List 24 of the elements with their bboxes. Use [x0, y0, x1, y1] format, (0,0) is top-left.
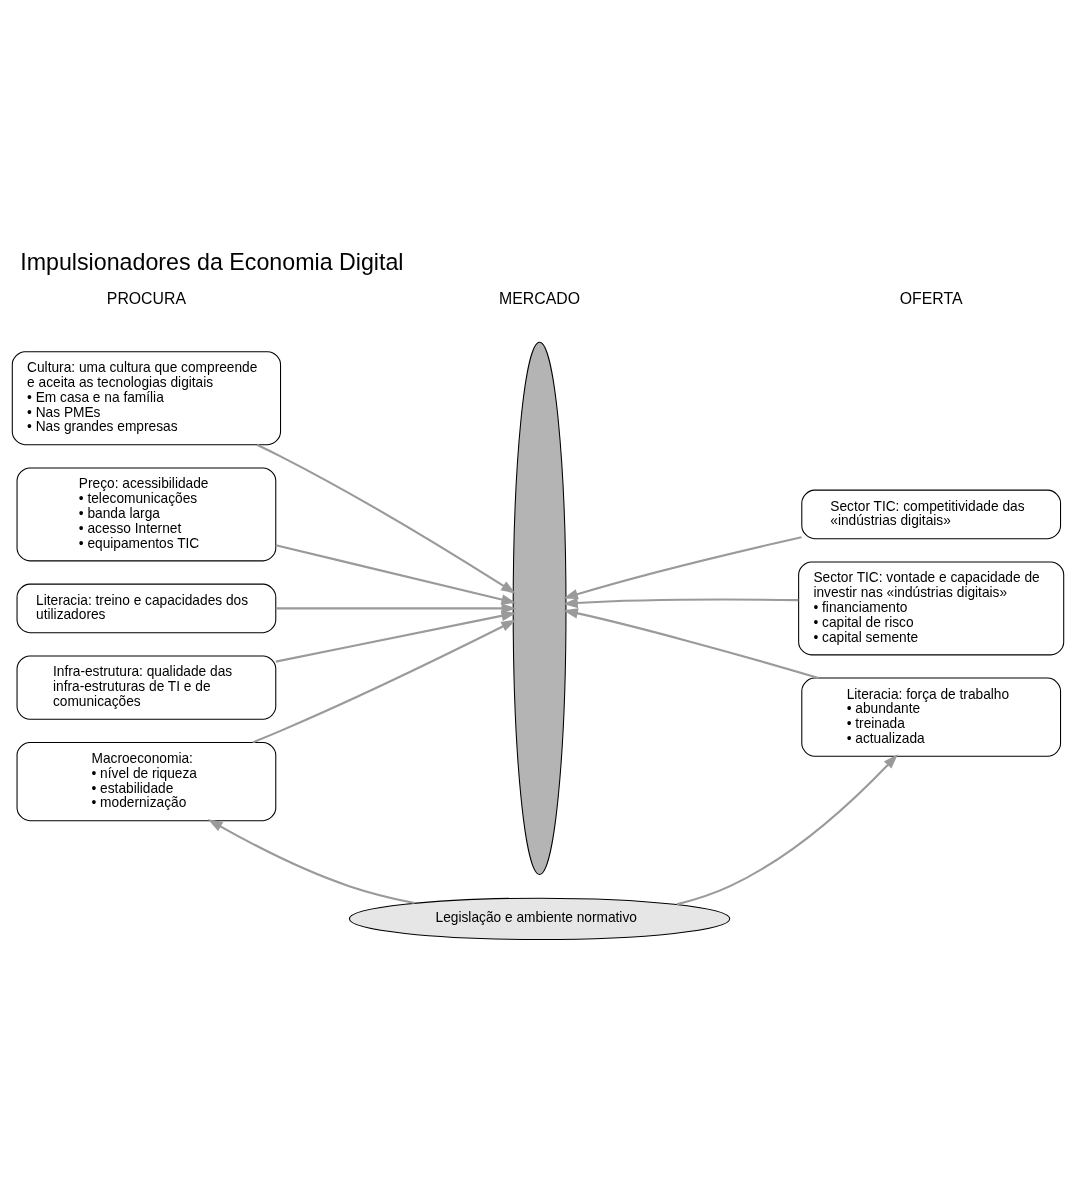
label: MERCADO: [499, 289, 581, 307]
diagram-title: Impulsionadores da Economia Digital: [20, 249, 404, 276]
node-ellipse: [512, 341, 567, 876]
node-box: Sector TIC: competitividade das «indústrias digitais»: [801, 489, 1062, 540]
arrow: [275, 544, 517, 605]
arrow: [275, 603, 517, 614]
arrow: [563, 536, 802, 600]
arrow: [676, 754, 898, 906]
arrow: [275, 610, 517, 663]
label: OFERTA: [899, 289, 963, 307]
arrow: [252, 619, 517, 744]
node-box: Infra-estrutura: qualidade das infra-estruturas de TI e de comunicações: [16, 655, 277, 720]
node-box: Macroeconomia: • nível de riqueza • estabilidade • modernização: [16, 742, 277, 822]
node-ellipse: Legislação e ambiente normativo: [348, 897, 731, 941]
node-box: Literacia: força de trabalho • abundante • treinada • actualizada: [801, 677, 1062, 757]
node-box: Sector TIC: vontade e capacidade de investir nas «indústrias digitais» • financiamento • capital de risco • capital semente: [798, 561, 1065, 656]
node-box: Literacia: treino e capacidades dos utilizadores: [16, 583, 277, 634]
arrow: [256, 443, 516, 594]
node-box: Preço: acessibilidade • telecomunicações • banda larga • acesso Internet • equipamentos TIC: [16, 467, 277, 562]
arrow: [563, 608, 819, 680]
arrow: [563, 597, 799, 609]
arrow: [207, 819, 415, 905]
label: PROCURA: [106, 289, 186, 307]
node-box: Cultura: uma cultura que compreende e aceita as tecnologias digitais • Em casa e na família • Nas PMEs • Nas grandes empresas: [11, 351, 282, 446]
